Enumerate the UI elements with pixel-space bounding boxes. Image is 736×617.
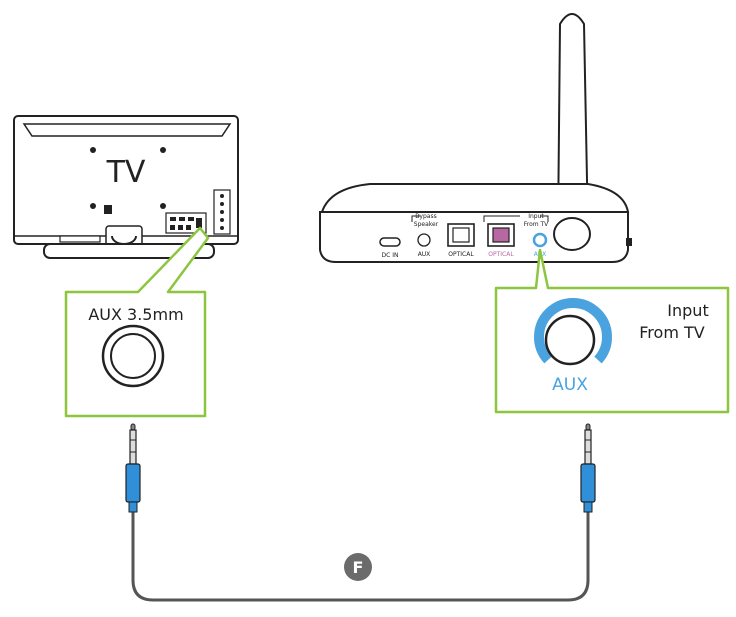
left-callout (64, 226, 210, 418)
right-callout-line2: From TV (639, 323, 705, 342)
cable-marker-badge (344, 553, 372, 581)
receiver-box (319, 13, 632, 263)
tv-top-bevel (22, 123, 232, 137)
optical-out-label: OPTICAL (448, 251, 474, 258)
bypass-label-2: Speaker (414, 221, 439, 228)
aux-in-ring (534, 298, 612, 364)
left-callout-title: AUX 3.5mm (88, 305, 183, 324)
left-plug (125, 423, 141, 513)
aux-in-jack (532, 232, 548, 248)
tv-back (13, 115, 239, 259)
right-callout-line1: Input (667, 301, 708, 320)
input-from-tv-label-1: Input (528, 213, 544, 220)
right-callout-port-label: AUX (552, 375, 588, 395)
dc-in-port (379, 237, 401, 247)
right-callout (494, 248, 730, 414)
aux-in-large-jack (544, 314, 596, 366)
right-plug (580, 423, 596, 513)
bypass-aux-label: AUX (418, 251, 431, 258)
bypass-aux-jack (417, 233, 431, 247)
aux-cable (125, 423, 596, 602)
tv-stand-base (43, 243, 215, 259)
antenna (556, 13, 590, 233)
input-from-tv-label-2: From TV (524, 221, 549, 228)
optical-in-label: OPTICAL (488, 251, 514, 258)
cable-wire (131, 512, 590, 602)
tv-logo-mark (104, 205, 112, 214)
cable-marker-letter: F (353, 558, 364, 577)
bypass-label-1: Bypass (415, 213, 436, 220)
dc-in-label: DC IN (382, 252, 399, 259)
tv-label: TV (106, 155, 146, 190)
